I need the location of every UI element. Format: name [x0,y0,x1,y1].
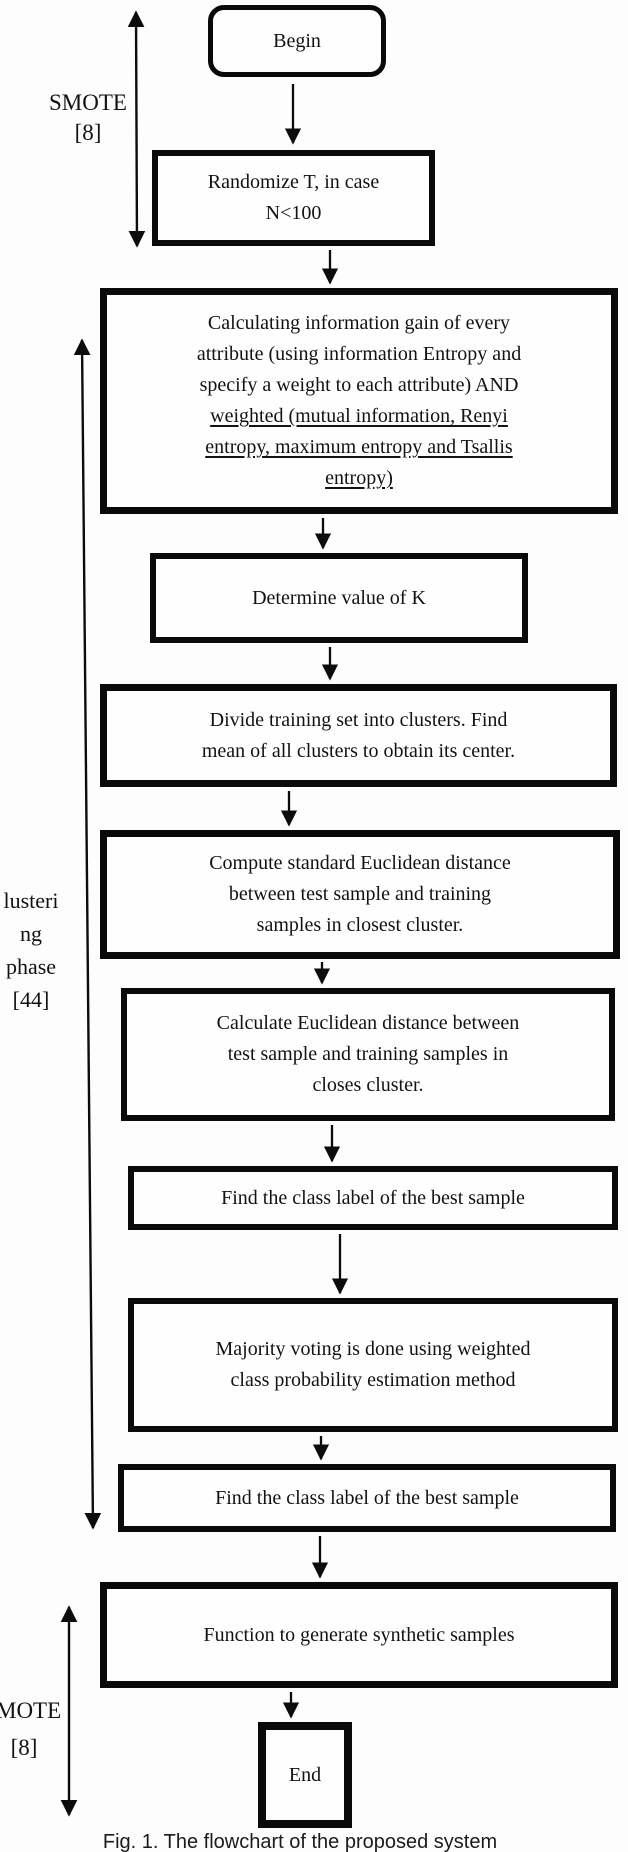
flowchart-node-find-class-label-1: Find the class label of the best sample [128,1166,618,1230]
flowchart-node-generate-samples: Function to generate synthetic samples [100,1582,618,1688]
node-text-line: attribute (using information Entropy and [196,343,522,365]
double-arrow-clustering-phase [73,338,102,1530]
flowchart-node-end: End [258,1722,352,1828]
node-text-line: specify a weight to each attribute) AND [199,374,519,396]
node-text-line: Majority voting is done using weighted [215,1338,531,1360]
node-text-line: Determine value of K [252,586,426,609]
node-text-line: closes cluster. [312,1074,424,1096]
node-text-line: test sample and training samples in [227,1043,509,1065]
node-text-line: mean of all clusters to obtain its cente… [201,739,516,762]
node-text-line: End [288,1763,322,1786]
node-text-line: Find the class label of the best sample [215,1486,519,1509]
node-text-line: Begin [273,29,321,52]
double-arrow-smote-top [127,10,146,248]
phase-label-line: [8] [74,120,102,145]
node-text-line: Find the class label of the best sample [221,1186,525,1209]
node-text-line: Randomize T, in case [207,171,380,193]
phase-label-smote-bottom: MOTE [8] [0,1692,62,1766]
phase-label-clustering: lusteri ng phase [44] [0,884,64,1016]
flowchart-node-calculate-distance: Calculate Euclidean distance between tes… [121,988,615,1121]
phase-label-line: SMOTE [49,90,127,115]
node-text-line: Compute standard Euclidean distance [209,852,511,874]
node-text-line: entropy, maximum entropy and Tsallis [205,436,513,458]
flowchart-node-find-class-label-2: Find the class label of the best sample [118,1464,616,1532]
node-text-line: Calculate Euclidean distance between [216,1012,520,1034]
phase-label-line: lusteri [3,888,59,913]
node-text-line: entropy) [325,467,393,489]
phase-label-line: [44] [12,987,50,1012]
phase-label-line: ng [20,921,42,946]
node-text-line: Divide training set into clusters. Find [209,708,508,731]
flowchart-node-determine-k: Determine value of K [150,553,528,643]
node-text-line: N<100 [265,202,322,224]
node-text-line: samples in closest cluster. [256,914,464,936]
phase-label-line: phase [5,954,57,979]
node-text-line: between test sample and training [228,883,492,905]
node-text-line: class probability estimation method [230,1369,516,1391]
phase-label-line: MOTE [0,1698,62,1723]
flowchart-node-randomize: Randomize T, in case N<100 [152,150,435,246]
phase-label-line: [8] [10,1735,38,1760]
flowchart-node-majority-voting: Majority voting is done using weighted c… [128,1298,618,1432]
node-text-line: weighted (mutual information, Renyi [210,405,508,427]
flowchart-node-divide-clusters: Divide training set into clusters. Find … [100,684,617,787]
node-text-line: Function to generate synthetic samples [203,1623,515,1646]
flowchart-node-compute-distance: Compute standard Euclidean distance betw… [100,830,620,959]
phase-label-smote-top: SMOTE [8] [36,88,140,148]
figure-caption: Fig. 1. The flowchart of the proposed sy… [102,1831,498,1852]
flowchart-node-information-gain: Calculating information gain of every at… [100,288,618,514]
node-text-line: Calculating information gain of every [207,312,511,334]
flowchart-node-begin: Begin [208,5,386,77]
